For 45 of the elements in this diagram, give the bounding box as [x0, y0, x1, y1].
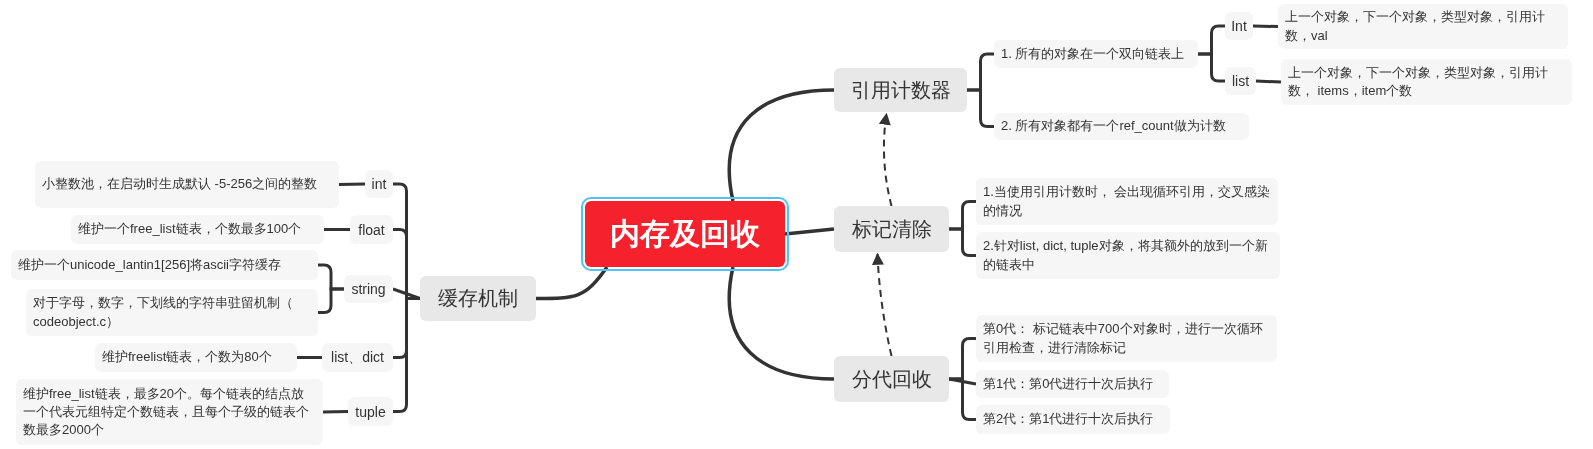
- topic-box: 引用计数器: [834, 68, 967, 112]
- note-box: 第1代：第0代进行十次后执行: [976, 370, 1169, 398]
- note-box: 维护freelist链表，个数为80个: [95, 343, 297, 372]
- branch-line: [318, 287, 344, 314]
- note-box: 小整数池，在启动时生成默认 -5-256之间的整数: [35, 161, 339, 208]
- subtopic-box: list、dict: [322, 343, 393, 372]
- branch-line: [393, 297, 420, 413]
- note-box: 维护free_list链表，最多20个。每个链表的结点放一个代表元组特定个数链表，且每个子级的链表个数最多2000个: [16, 379, 323, 445]
- branch-line: [727, 88, 835, 202]
- branch-line: [297, 356, 322, 359]
- branch-line: [1198, 52, 1225, 83]
- branch-line: [392, 287, 421, 300]
- subtopic-box: 2. 所有对象都有一个ref_count做为计数: [994, 113, 1249, 140]
- note-box: 维护一个unicode_lantin1[256]将ascii字符缓存: [11, 250, 318, 280]
- note-box: 1.当使用引用计数时， 会出现循环引用，交叉感染的情况: [976, 178, 1278, 225]
- note-box: 2.针对list, dict, tuple对象，将其额外的放到一个新的链表中: [976, 232, 1280, 279]
- topic-box: 分代回收: [834, 356, 949, 402]
- note-box: 第2代：第1代进行十次后执行: [976, 405, 1170, 434]
- subtopic-box: tuple: [348, 397, 393, 426]
- subtopic-box: list: [1225, 67, 1256, 95]
- dashed-arrow: [879, 112, 893, 207]
- subtopic-box: int: [365, 170, 393, 198]
- branch-line: [1255, 79, 1282, 84]
- dashed-arrow: [872, 252, 893, 357]
- branch-line: [536, 265, 609, 301]
- branch-line: [324, 228, 350, 231]
- branch-line: [322, 410, 349, 414]
- note-box: 维护一个free_list链表，个数最多100个: [71, 215, 324, 244]
- topic-box: 标记清除: [834, 206, 949, 252]
- branch-line: [784, 227, 835, 236]
- branch-line: [949, 227, 976, 257]
- branch-line: [1252, 24, 1279, 28]
- note-box: 第0代： 标记链表中700个对象时，进行一次循环引用检查，进行清除标记: [976, 315, 1277, 362]
- subtopic-box: 1. 所有的对象在一个双向链表上: [994, 40, 1198, 68]
- branch-line: [949, 377, 976, 421]
- subtopic-box: string: [344, 275, 393, 303]
- subtopic-box: Int: [1225, 12, 1253, 40]
- branch-line: [338, 182, 366, 186]
- note-box: 对于字母，数字，下划线的字符串驻留机制（ codeobject.c）: [26, 289, 318, 336]
- note-box: 上一个对象，下一个对象，类型对象，引用计数，val: [1278, 4, 1568, 49]
- branch-line: [967, 88, 994, 128]
- subtopic-box: float: [350, 215, 393, 244]
- note-box: 上一个对象，下一个对象，类型对象，引用计数， items，item个数: [1281, 59, 1572, 105]
- topic-box: 缓存机制: [420, 276, 536, 321]
- branch-line: [727, 266, 835, 381]
